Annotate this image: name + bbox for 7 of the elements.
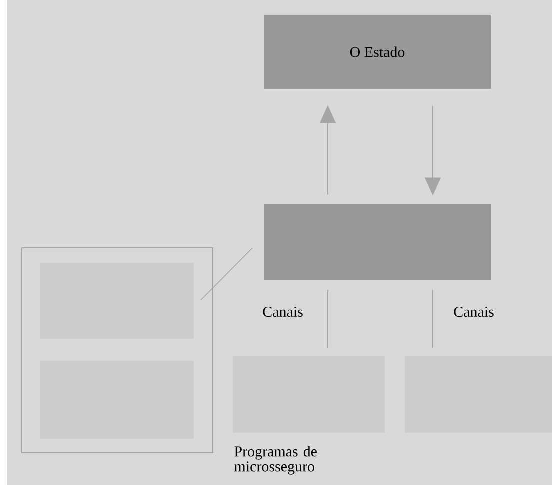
node-label: Programas de microsseguro	[234, 446, 317, 475]
edge-label: Canais	[452, 306, 496, 318]
empty-box	[264, 204, 491, 280]
edge-label: Canais	[262, 306, 304, 318]
connector-line	[432, 290, 434, 348]
process-box: O Estado	[264, 15, 491, 89]
leader-line	[200, 248, 254, 300]
